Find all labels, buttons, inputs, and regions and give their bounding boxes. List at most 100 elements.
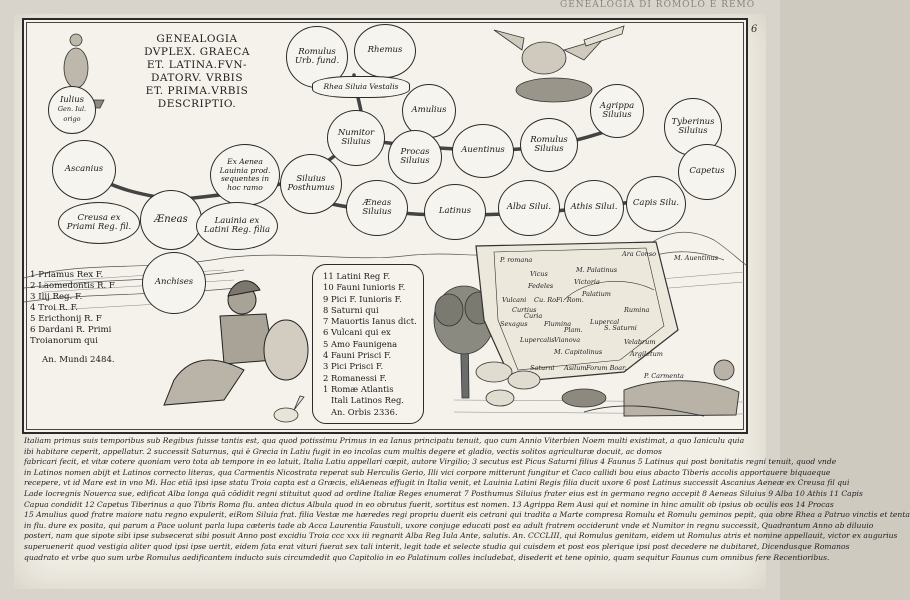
- map-label: Rumina: [624, 306, 650, 314]
- node-text: Anchises: [154, 277, 194, 288]
- plate-title: GENEALOGIA DVPLEX. GRAECA ET. LATINA.FVN…: [132, 33, 262, 111]
- title-line: ET. LATINA.FVN-: [146, 59, 248, 71]
- lineage-line: 2 Romanessi F.: [323, 372, 387, 383]
- map-label: Ara Conso: [622, 250, 657, 258]
- map-label: Lupercalis: [520, 336, 555, 344]
- node-athis: Athis Silui.: [564, 180, 624, 236]
- lineage-line: 1 Priamus Rex F.: [30, 270, 104, 280]
- lineage-line: 5 Ericthonij R. F: [30, 314, 102, 324]
- map-label: S. Saturni: [604, 324, 637, 332]
- aeneas-warrior: [163, 280, 309, 406]
- caption-line: in Latinos nomen abijt et Latinos correc…: [24, 467, 831, 477]
- node-aeneas-siluius: Æneas Siluius: [346, 180, 408, 236]
- map-label: Saturni: [530, 364, 555, 372]
- lineage-line: 4 Troi R. F.: [30, 303, 78, 313]
- node-text: Siluius: [296, 173, 326, 184]
- caption-text: Italiam primus suis temporibus sub Regib…: [24, 436, 910, 563]
- node-text: Latinus: [438, 206, 472, 217]
- map-label: Flumina: [544, 320, 572, 328]
- node-text: Siluius: [341, 137, 371, 147]
- map-label: P. romana: [500, 256, 533, 264]
- lineage-line: Troianorum qui: [30, 336, 98, 346]
- node-text: Romulus: [298, 46, 336, 57]
- map-label: M. Auentinus: [674, 254, 719, 262]
- node-rhemus: Rhemus: [354, 24, 416, 78]
- node-text: sequentes in: [220, 174, 270, 183]
- node-rhea-siluia: Rhea Siluia Vestalis: [312, 76, 410, 98]
- map-label: Velabrum: [624, 338, 656, 346]
- node-text: Latini Reg. filia: [203, 225, 271, 235]
- lineage-line: 2 Laomedontis R. F: [30, 281, 115, 291]
- engraved-plate: GENEALOGIA DVPLEX. GRAECA ET. LATINA.FVN…: [22, 18, 748, 434]
- plate-inner-border: [26, 22, 744, 430]
- caption-line: Italiam primus suis temporibus sub Regib…: [24, 436, 745, 445]
- goose: [273, 395, 305, 423]
- map-label: Forum Boar.: [586, 364, 627, 372]
- map-label: Asilum: [564, 364, 587, 372]
- node-text: Urb. fund.: [294, 56, 340, 66]
- lineage-line: An. Orbis 2336.: [331, 406, 398, 417]
- map-label: Plam.: [564, 326, 583, 334]
- lineage-line: [30, 347, 115, 355]
- node-auentinus: Auentinus: [452, 124, 514, 178]
- caption-line: Lade locregnis Nouerca sue, edificat Alb…: [24, 488, 863, 498]
- angel-figure: [493, 25, 625, 103]
- rome-city-map: [475, 241, 679, 383]
- map-label: Cu. Ro.: [534, 296, 559, 304]
- node-latinus: Latinus: [424, 184, 486, 240]
- map-label: Argiletum: [630, 350, 663, 358]
- title-line: ET. PRIMA.VRBIS: [145, 85, 249, 97]
- caption-line: fabricari fecit, et vitæ cotere quoniam …: [24, 457, 837, 467]
- node-amulius: Amulius: [402, 84, 456, 138]
- node-text: Lauinia ex: [214, 215, 260, 226]
- node-text: Creusa ex: [77, 212, 121, 223]
- map-label: P. Carmenta: [644, 372, 684, 380]
- lineage-line: 9 Pici F. Iunioris F.: [323, 293, 402, 304]
- she-wolf: [561, 388, 607, 408]
- node-text: Numitor: [337, 127, 375, 138]
- node-text: Gen. Iul. origo: [57, 105, 87, 123]
- caption-line: superuenerit quod vestigia aliter quod i…: [24, 541, 850, 551]
- node-alba: Alba Silui.: [498, 180, 560, 236]
- map-label: Curia: [524, 312, 543, 320]
- map-label: M. Capitolinus: [554, 348, 603, 356]
- node-ascanius: Ascanius: [52, 140, 116, 200]
- running-head: GENEALOGIA DI ROMOLO E REMO: [560, 0, 756, 10]
- caption-line: in flu. dure ex posita, qui parum a Pace…: [24, 520, 874, 530]
- caption-line: ibi habitare ceperit, appellatur. 2 succ…: [24, 446, 662, 456]
- node-text: Ex Aenea: [227, 157, 263, 166]
- title-line: DESCRIPTIO.: [157, 98, 237, 110]
- map-label: Fi. Rom.: [556, 296, 584, 304]
- node-text: Iulius: [59, 94, 85, 105]
- node-text: Siluius: [678, 126, 708, 136]
- node-text: Rhea Siluia Vestalis: [323, 82, 399, 92]
- node-text: Rhemus: [367, 45, 403, 56]
- title-line: GENEALOGIA: [156, 33, 238, 45]
- title-line: DVPLEX. GRAECA: [144, 46, 250, 58]
- node-text: Capetus: [689, 166, 725, 177]
- node-text: Romulus: [530, 134, 568, 145]
- lineage-line: 6 Dardani R. Primi: [30, 325, 112, 335]
- caption-line: posteri, nam que sipote sibi ipse subsec…: [24, 531, 898, 541]
- node-text: Alba Silui.: [506, 202, 552, 213]
- title-line: DATORV. VRBIS: [150, 72, 244, 84]
- lineage-line: An. Mundi 2484.: [42, 355, 115, 365]
- node-text: Siluius: [400, 156, 430, 166]
- node-aeneas: Æneas: [140, 190, 202, 250]
- node-text: Æneas: [154, 214, 188, 226]
- tree: [433, 285, 495, 399]
- lineage-line: 5 Amo Faunigena: [323, 338, 398, 349]
- map-label: Lupercal: [590, 318, 620, 326]
- node-text: hoc ramo: [227, 182, 263, 192]
- lineage-line: 1 Romæ Atlantis: [323, 383, 394, 394]
- node-text: Capis Silu.: [632, 198, 680, 209]
- caption-line: quadrato et vrbe quo sum urbe Romulus ae…: [24, 552, 830, 562]
- lineage-line: 3 Pici Prisci F.: [323, 361, 384, 372]
- caption-line: 15 Amulius quod fratre maiore natu regno…: [24, 510, 910, 520]
- caption-line: recepere, vt id Mare est in vno Mi. Hac …: [24, 478, 850, 488]
- node-anchises: Anchises: [142, 252, 206, 314]
